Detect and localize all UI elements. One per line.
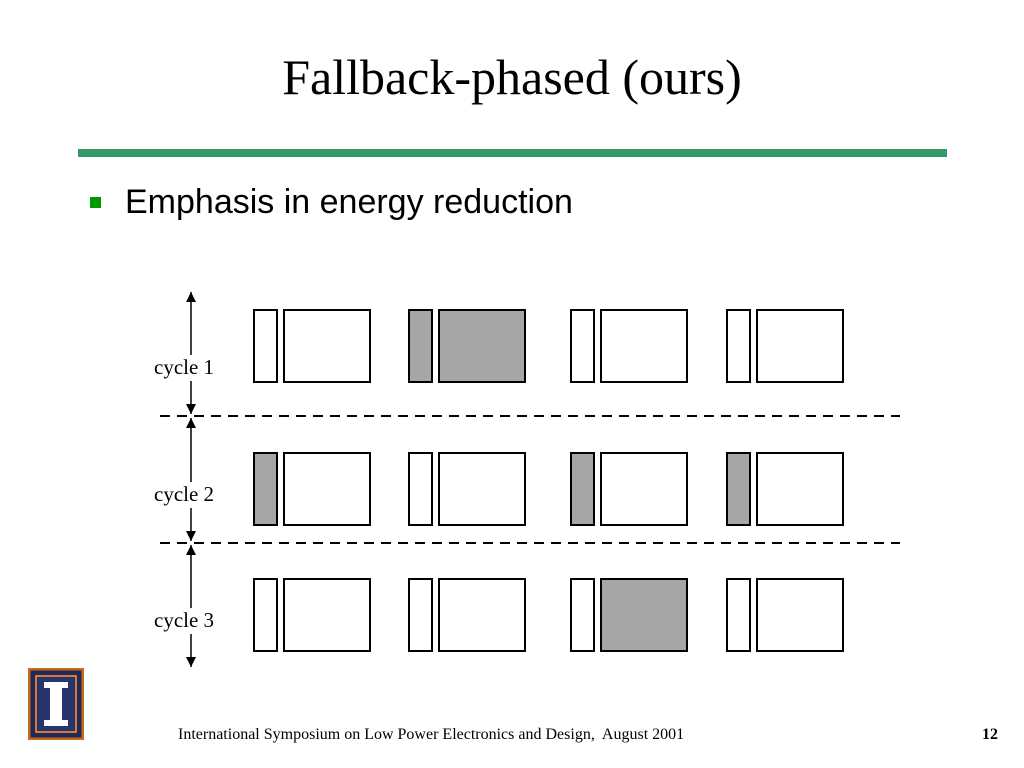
slide-title: Fallback-phased (ours) [282,49,742,105]
cycle-3-unit-2-large-block [438,578,526,652]
cycle-2-unit-2-small-block [408,452,433,526]
cycle-3-unit-4-small-block [726,578,751,652]
cycle-3-unit-1-large-block [283,578,371,652]
cycle-1-unit-3-small-block [570,309,595,383]
cycle-3-unit-4-large-block [756,578,844,652]
cycle-arrowhead-3 [186,418,196,428]
cycle-2-unit-1-small-block [253,452,278,526]
cycle-arrowhead-4 [186,531,196,541]
cycle-2-unit-4-small-block [726,452,751,526]
cycle-2-unit-1-large-block [283,452,371,526]
cycle-arrowhead-1 [186,292,196,302]
cycle-3-unit-3-large-block [600,578,688,652]
cycle-1-unit-1-small-block [253,309,278,383]
cycle-2-unit-3-large-block [600,452,688,526]
bullet-text: Emphasis in energy reduction [125,182,573,221]
cycle-2-unit-4-large-block [756,452,844,526]
cycle-arrowhead-6 [186,657,196,667]
square-bullet-icon [90,196,101,208]
cycle-1-unit-3-large-block [600,309,688,383]
page-number: 12 [982,726,998,743]
cycle-3-unit-1-small-block [253,578,278,652]
cycle-1-unit-4-large-block [756,309,844,383]
cycle-3-unit-3-small-block [570,578,595,652]
title-divider [78,149,947,157]
cycle-3-unit-2-small-block [408,578,433,652]
cycle-label-1: cycle 1 [154,355,215,379]
cycle-2-unit-2-large-block [438,452,526,526]
cycle-label-2: cycle 2 [154,482,215,506]
cycle-1-unit-2-large-block [438,309,526,383]
cycle-label-3: cycle 3 [154,608,215,632]
university-seal-icon [27,667,85,741]
cycle-1-unit-2-small-block [408,309,433,383]
cycle-arrowhead-5 [186,545,196,555]
cycle-1-unit-4-small-block [726,309,751,383]
cycle-2-unit-3-small-block [570,452,595,526]
cycle-arrowhead-2 [186,404,196,414]
bullet-item: Emphasis in energy reduction [90,180,573,224]
cycle-1-unit-1-large-block [283,309,371,383]
footer-text: International Symposium on Low Power Ele… [178,726,685,743]
